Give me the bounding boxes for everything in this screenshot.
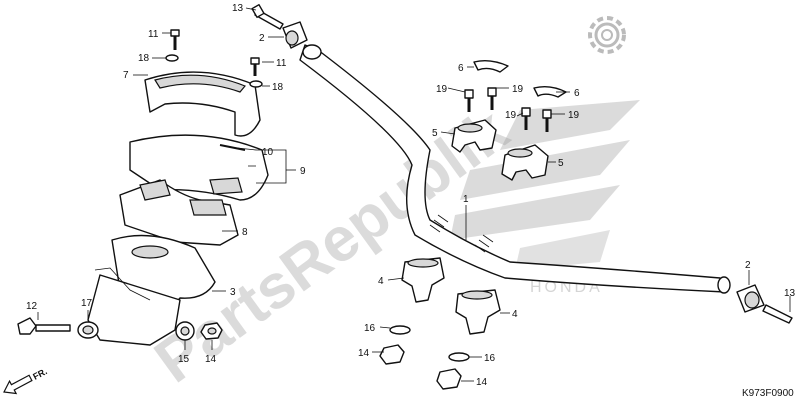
cap-left [473, 59, 509, 73]
callout-12: 12 [26, 301, 38, 312]
callout-5: 5 [432, 128, 438, 139]
callout-2: 2 [259, 33, 265, 44]
lower-holder-left [401, 257, 445, 303]
callout-6: 6 [458, 63, 464, 74]
upper-holder-left [451, 119, 497, 153]
grommet-15 [175, 321, 195, 341]
lower-cover [119, 179, 239, 246]
callout-14: 14 [205, 354, 217, 365]
leader-lines [37, 7, 791, 382]
bar-end-weight-right [736, 284, 765, 313]
callout-18: 18 [138, 53, 150, 64]
callout-19: 19 [436, 84, 448, 95]
callout-18: 18 [272, 82, 284, 93]
callout-4: 4 [378, 276, 384, 287]
callout-14: 14 [358, 348, 370, 359]
callout-11: 11 [148, 29, 159, 40]
callout-1: 1 [463, 194, 469, 205]
callout-13: 13 [232, 3, 244, 14]
nut [436, 368, 462, 390]
front-direction-label: FR. [31, 366, 48, 382]
washer [389, 325, 411, 335]
handlebar-pipe [299, 44, 731, 294]
nut [379, 344, 405, 365]
holder-bolt [464, 87, 552, 132]
callout-14: 14 [476, 377, 488, 388]
meter-cover [144, 71, 261, 137]
diagram-code: K973F0900 [742, 388, 794, 399]
callout-19: 19 [505, 110, 517, 121]
callout-4: 4 [512, 309, 518, 320]
bar-end-weight-top [282, 21, 308, 49]
bolt-right [762, 304, 793, 324]
callout-9: 9 [300, 166, 306, 177]
callout-15: 15 [178, 354, 190, 365]
callout-16: 16 [364, 323, 376, 334]
collar-17 [77, 321, 99, 339]
callout-17: 17 [81, 298, 93, 309]
callout-7: 7 [123, 70, 129, 81]
arrow-front-icon: FR. [3, 366, 49, 395]
callout-13: 13 [784, 288, 796, 299]
handlebar-cover-bracket [87, 234, 216, 346]
nut-14 [200, 322, 223, 340]
callout-10: 10 [262, 147, 274, 158]
screw [165, 29, 263, 88]
callout-11: 11 [276, 58, 287, 69]
upper-holder-right [501, 144, 549, 181]
gear-icon[interactable] [588, 16, 626, 54]
lower-holder-right [455, 289, 501, 335]
callout-19: 19 [512, 84, 524, 95]
bolt-top [251, 3, 284, 30]
callout-5: 5 [558, 158, 564, 169]
callout-8: 8 [242, 227, 248, 238]
callout-16: 16 [484, 353, 496, 364]
callout-19: 19 [568, 110, 580, 121]
callout-labels: 13 2 11 18 7 11 18 10 9 8 3 12 17 15 14 … [26, 3, 796, 388]
callout-2: 2 [745, 260, 751, 271]
callout-3: 3 [230, 287, 236, 298]
cap-right [533, 85, 567, 98]
washer [448, 352, 470, 362]
callout-6: 6 [574, 88, 580, 99]
bolt-12 [17, 317, 71, 335]
